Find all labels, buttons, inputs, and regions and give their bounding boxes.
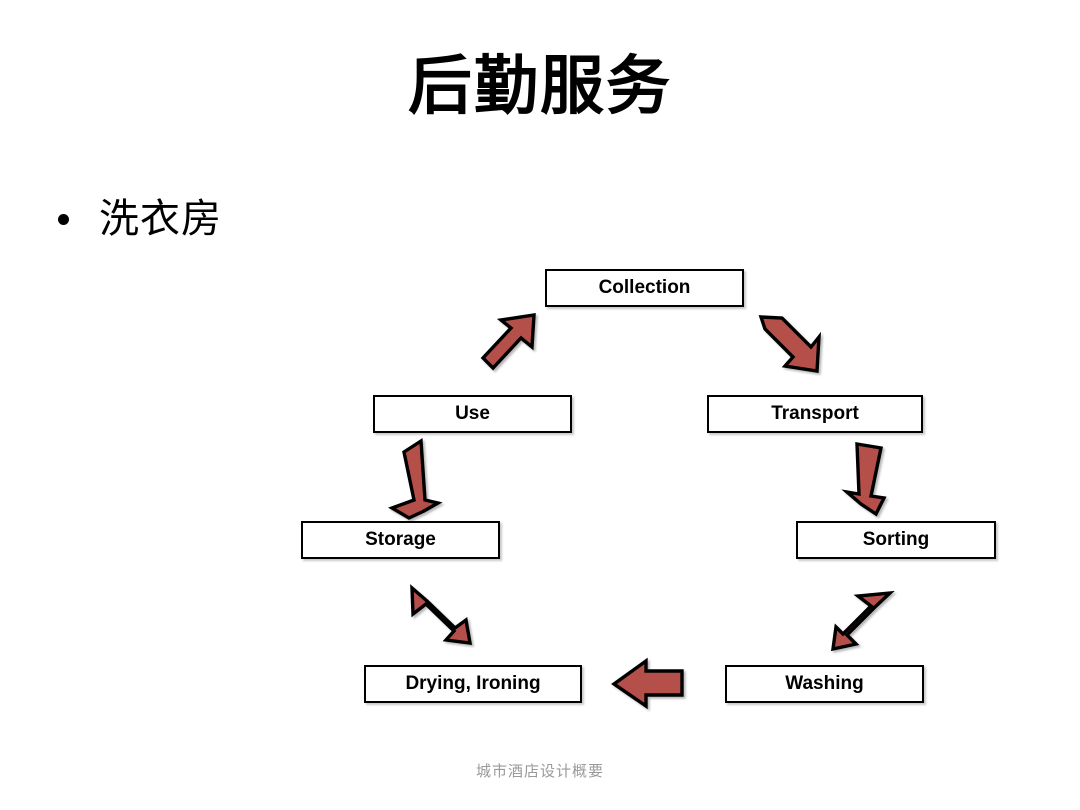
node-sorting[interactable]: Sorting bbox=[796, 521, 996, 559]
arrow-sorting-to-washing bbox=[830, 590, 895, 652]
node-sorting-label: Sorting bbox=[862, 529, 930, 550]
arrow-use-to-collection bbox=[480, 313, 536, 371]
node-storage-label: Storage bbox=[365, 529, 436, 550]
bullet-item: 洗衣房 bbox=[58, 196, 222, 242]
node-drying-ironing-label: Drying, Ironing bbox=[405, 673, 541, 694]
page-title: 后勤服务 bbox=[408, 49, 672, 124]
arrow-transport-to-sorting bbox=[841, 441, 887, 517]
arrow-collection-to-transport bbox=[758, 315, 822, 373]
bullet-item-label: 洗衣房 bbox=[99, 196, 222, 242]
node-storage[interactable]: Storage bbox=[301, 521, 500, 559]
bullet-dot-icon bbox=[58, 213, 69, 225]
node-collection-label: Collection bbox=[598, 277, 691, 298]
arrow-storage-to-use bbox=[388, 438, 443, 520]
node-collection[interactable]: Collection bbox=[545, 269, 744, 307]
node-washing[interactable]: Washing bbox=[725, 665, 924, 703]
node-washing-label: Washing bbox=[785, 673, 864, 694]
arrow-drying-to-storage bbox=[410, 584, 473, 645]
node-use-label: Use bbox=[455, 403, 490, 424]
node-transport-label: Transport bbox=[771, 403, 859, 424]
node-drying-ironing[interactable]: Drying, Ironing bbox=[364, 665, 582, 703]
node-use[interactable]: Use bbox=[373, 395, 572, 433]
slide-footer: 城市酒店设计概要 bbox=[475, 762, 604, 780]
arrow-washing-to-drying bbox=[611, 657, 684, 710]
node-transport[interactable]: Transport bbox=[707, 395, 923, 433]
